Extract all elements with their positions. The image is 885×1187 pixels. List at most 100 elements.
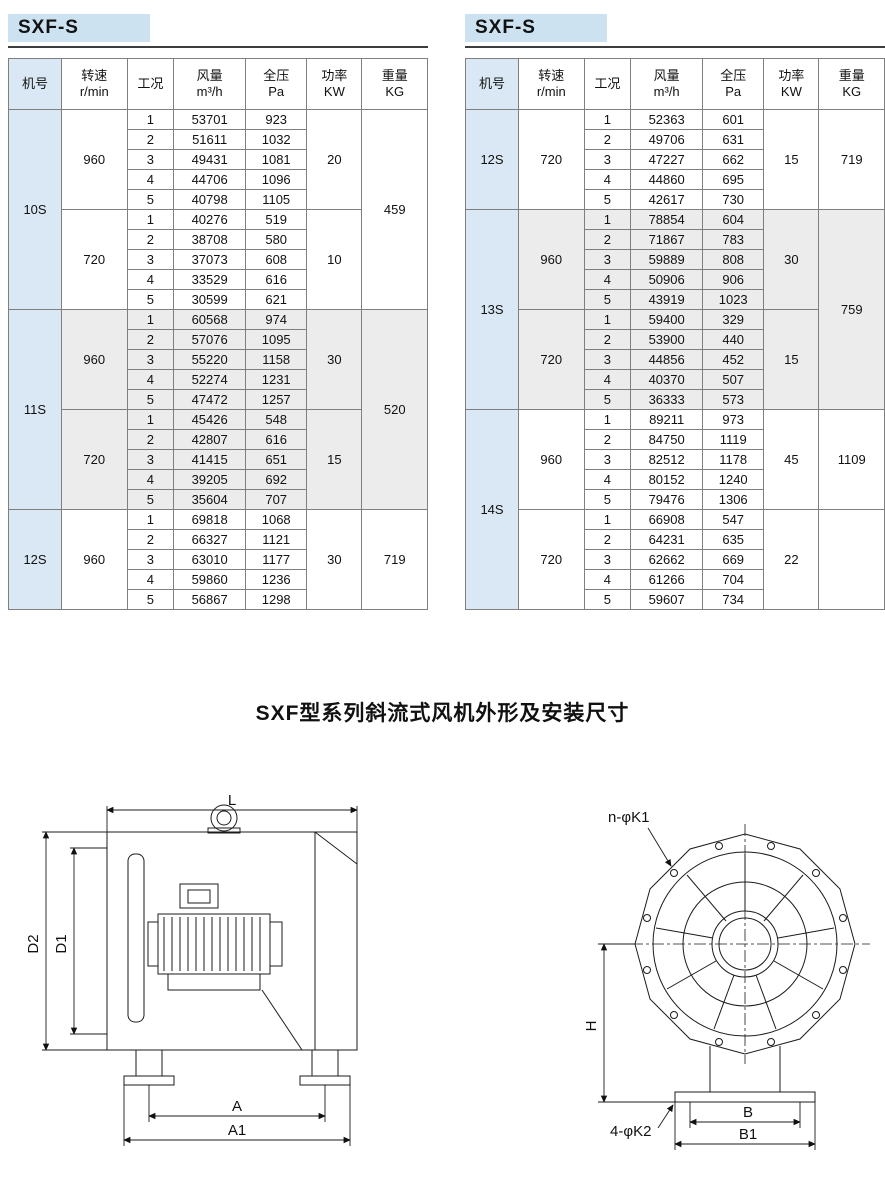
pressure-cell: 1257 — [245, 389, 308, 410]
col-header-2: 工况 — [583, 58, 632, 110]
speed-cell: 960 — [518, 209, 585, 310]
condition-cell: 2 — [583, 129, 632, 150]
col-header-6: 重量 KG — [818, 58, 885, 110]
dim-D2: D2 — [25, 831, 107, 1051]
condition-cell: 2 — [583, 429, 632, 450]
col-header-2: 工况 — [126, 58, 175, 110]
motor — [127, 853, 303, 1051]
pressure-cell: 808 — [702, 249, 765, 270]
pressure-cell: 580 — [245, 229, 308, 250]
section-title: SXF型系列斜流式风机外形及安装尺寸 — [255, 702, 630, 725]
pressure-cell: 704 — [702, 569, 765, 590]
flow-cell: 36333 — [630, 389, 704, 410]
pressure-cell: 973 — [702, 409, 765, 430]
pressure-cell: 547 — [702, 509, 765, 530]
pressure-cell: 507 — [702, 369, 765, 390]
label-4-phi-K2: 4-φK2 — [610, 1123, 651, 1140]
dim-A: A — [148, 1085, 326, 1122]
power-cell: 15 — [763, 109, 820, 210]
condition-cell: 5 — [583, 489, 632, 510]
pressure-cell: 974 — [245, 309, 308, 330]
condition-cell: 1 — [126, 309, 175, 330]
flow-cell: 42807 — [173, 429, 247, 450]
condition-cell: 2 — [126, 229, 175, 250]
col-header-1: 转速 r/min — [61, 58, 128, 110]
flow-cell: 43919 — [630, 289, 704, 310]
condition-cell: 5 — [126, 389, 175, 410]
impeller-blades — [655, 854, 835, 1030]
condition-cell: 3 — [126, 449, 175, 470]
condition-cell: 4 — [126, 369, 175, 390]
condition-cell: 4 — [126, 569, 175, 590]
condition-cell: 4 — [583, 569, 632, 590]
condition-cell: 2 — [126, 529, 175, 550]
col-header-0: 机号 — [7, 58, 63, 110]
pressure-cell: 1105 — [245, 189, 308, 210]
table-title-left: SXF-S — [8, 14, 428, 44]
weight-cell: 759 — [818, 209, 885, 410]
col-header-0: 机号 — [464, 58, 520, 110]
speed-cell: 960 — [61, 309, 128, 410]
model-cell: 12S — [464, 109, 520, 210]
flow-cell: 59889 — [630, 249, 704, 270]
power-cell: 30 — [306, 509, 363, 610]
pressure-cell: 1231 — [245, 369, 308, 390]
speed-cell: 720 — [61, 409, 128, 510]
speed-cell: 960 — [61, 509, 128, 610]
col-header-4: 全压 Pa — [245, 58, 308, 110]
flow-cell: 45426 — [173, 409, 247, 430]
condition-cell: 3 — [583, 549, 632, 570]
pressure-cell: 1177 — [245, 549, 308, 570]
dim-label-D2: D2 — [25, 934, 42, 953]
dim-label-A: A — [232, 1098, 242, 1115]
flow-cell: 64231 — [630, 529, 704, 550]
pressure-cell: 669 — [702, 549, 765, 570]
flow-cell: 49431 — [173, 149, 247, 170]
pressure-cell: 1121 — [245, 529, 308, 550]
pressure-cell: 1068 — [245, 509, 308, 530]
condition-cell: 5 — [126, 589, 175, 610]
pressure-cell: 1081 — [245, 149, 308, 170]
speed-cell: 720 — [518, 309, 585, 410]
pressure-cell: 730 — [702, 189, 765, 210]
condition-cell: 3 — [126, 549, 175, 570]
power-cell: 22 — [763, 509, 820, 610]
flow-cell: 47227 — [630, 149, 704, 170]
power-cell: 15 — [306, 409, 363, 510]
table-title-text: SXF-S — [8, 14, 150, 42]
condition-cell: 2 — [126, 429, 175, 450]
weight-cell — [818, 509, 885, 610]
flow-cell: 42617 — [630, 189, 704, 210]
speed-cell: 960 — [61, 109, 128, 210]
pressure-cell: 1119 — [702, 429, 765, 450]
condition-cell: 1 — [126, 409, 175, 430]
pressure-cell: 621 — [245, 289, 308, 310]
base-feet — [123, 1050, 351, 1086]
pressure-cell: 631 — [702, 129, 765, 150]
bolt-holes — [643, 842, 847, 1046]
condition-cell: 5 — [126, 489, 175, 510]
condition-cell: 4 — [583, 469, 632, 490]
condition-cell: 1 — [583, 309, 632, 330]
dim-label-A1: A1 — [228, 1122, 246, 1139]
pressure-cell: 734 — [702, 589, 765, 610]
dim-A1: A1 — [123, 1085, 351, 1146]
power-cell: 15 — [763, 309, 820, 410]
power-cell: 30 — [763, 209, 820, 310]
col-header-5: 功率 KW — [306, 58, 363, 110]
pressure-cell: 1023 — [702, 289, 765, 310]
flow-cell: 71867 — [630, 229, 704, 250]
condition-cell: 1 — [126, 509, 175, 530]
condition-cell: 2 — [126, 329, 175, 350]
pressure-cell: 548 — [245, 409, 308, 430]
